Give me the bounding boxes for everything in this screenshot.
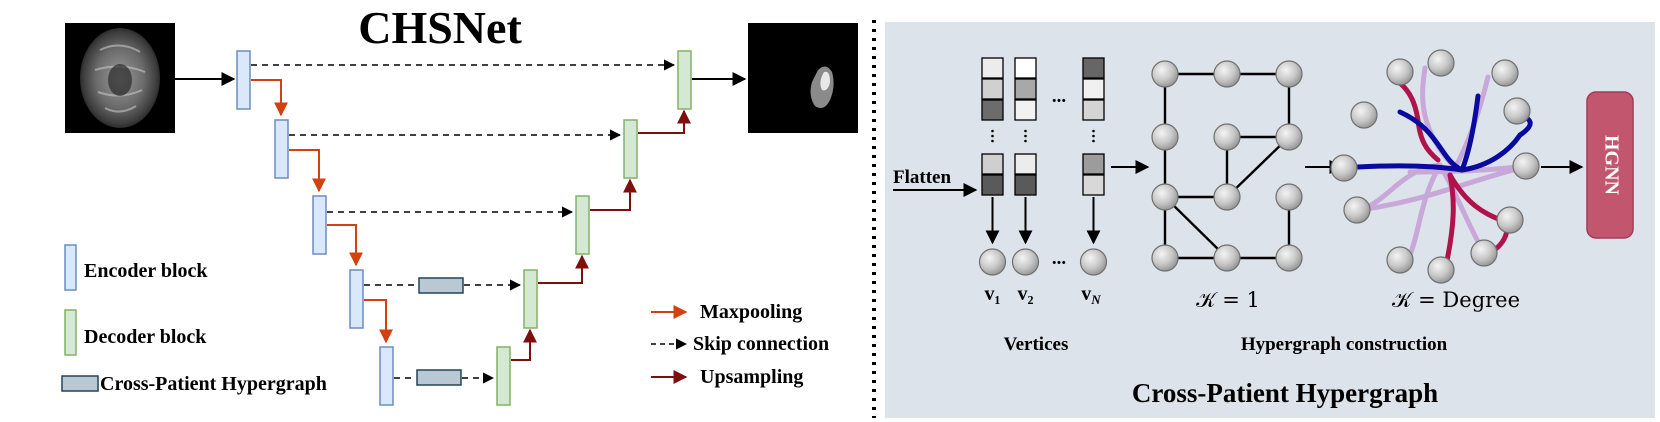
- hypergraph-block-2: [416, 369, 462, 386]
- legend-upsample-label: Upsampling: [700, 366, 803, 388]
- maxpooling-arrows: [251, 79, 393, 344]
- decoder-block-1: [677, 50, 692, 110]
- feature-column-2: [1014, 57, 1037, 196]
- vertex-label-v2: v₂: [1018, 283, 1034, 305]
- hypergraph-block-1: [418, 277, 464, 294]
- encoder-block-4: [349, 269, 364, 329]
- decoder-block-2: [623, 119, 638, 179]
- encoder-block-5: [379, 346, 394, 406]
- feature-column-1: [981, 57, 1004, 196]
- vertex-v2: [1011, 248, 1040, 276]
- decoder-block-3: [575, 195, 590, 255]
- flatten-label: Flatten: [893, 167, 951, 188]
- vertices-ellipsis: ...: [1052, 248, 1066, 269]
- decoder-block-4: [523, 269, 538, 329]
- column-vertical-ellipses: [991, 129, 1095, 143]
- kdegree-label: 𝒦 = Degree: [1392, 288, 1520, 312]
- legend-maxpool-label: Maxpooling: [700, 301, 802, 323]
- k1-graph: [1151, 60, 1303, 272]
- legend-decoder-swatch: [64, 309, 77, 356]
- columns-ellipsis: ...: [1052, 86, 1066, 107]
- legend-hypergraph-swatch: [61, 375, 99, 392]
- vertices-caption: Vertices: [1004, 334, 1069, 355]
- skip-connections: [251, 59, 676, 384]
- hypergraph-panel: [885, 22, 1655, 418]
- column-to-vertex-arrows: [985, 197, 1101, 245]
- kdegree-hypergraph: [1330, 49, 1540, 284]
- vertex-label-vn-subscript: N: [1090, 292, 1101, 307]
- decoder-block-5: [496, 346, 511, 406]
- panel-title: Cross-Patient Hypergraph: [1132, 378, 1438, 408]
- hgnn-block: [1586, 91, 1634, 239]
- input-mri-image: [65, 23, 175, 133]
- vertex-label-v1: v₁: [985, 283, 1001, 305]
- legend-hypergraph-label: Cross-Patient Hypergraph: [100, 373, 327, 395]
- k1-label: 𝒦 = 1: [1196, 288, 1260, 312]
- diagram-title: CHSNet: [358, 2, 522, 53]
- legend-decoder-label: Decoder block: [84, 326, 207, 348]
- vertex-v1: [978, 248, 1007, 276]
- vertex-label-vn: vN: [1081, 283, 1101, 307]
- encoder-block-1: [236, 50, 251, 110]
- vertex-nodes: [978, 248, 1108, 276]
- upsampling-arrows: [511, 109, 691, 361]
- legend-skip-label: Skip connection: [693, 333, 829, 355]
- encoder-block-2: [274, 119, 289, 179]
- encoder-block-3: [312, 195, 327, 255]
- vertex-vn: [1079, 248, 1108, 276]
- hgnn-label: HGNN: [1600, 135, 1622, 196]
- legend-encoder-label: Encoder block: [84, 260, 208, 282]
- vertex-label-vn-base: v: [1081, 283, 1091, 305]
- legend-encoder-swatch: [64, 244, 77, 291]
- construction-caption: Hypergraph construction: [1241, 334, 1448, 355]
- output-segmentation-mask: [748, 23, 858, 133]
- feature-column-n: [1082, 57, 1105, 196]
